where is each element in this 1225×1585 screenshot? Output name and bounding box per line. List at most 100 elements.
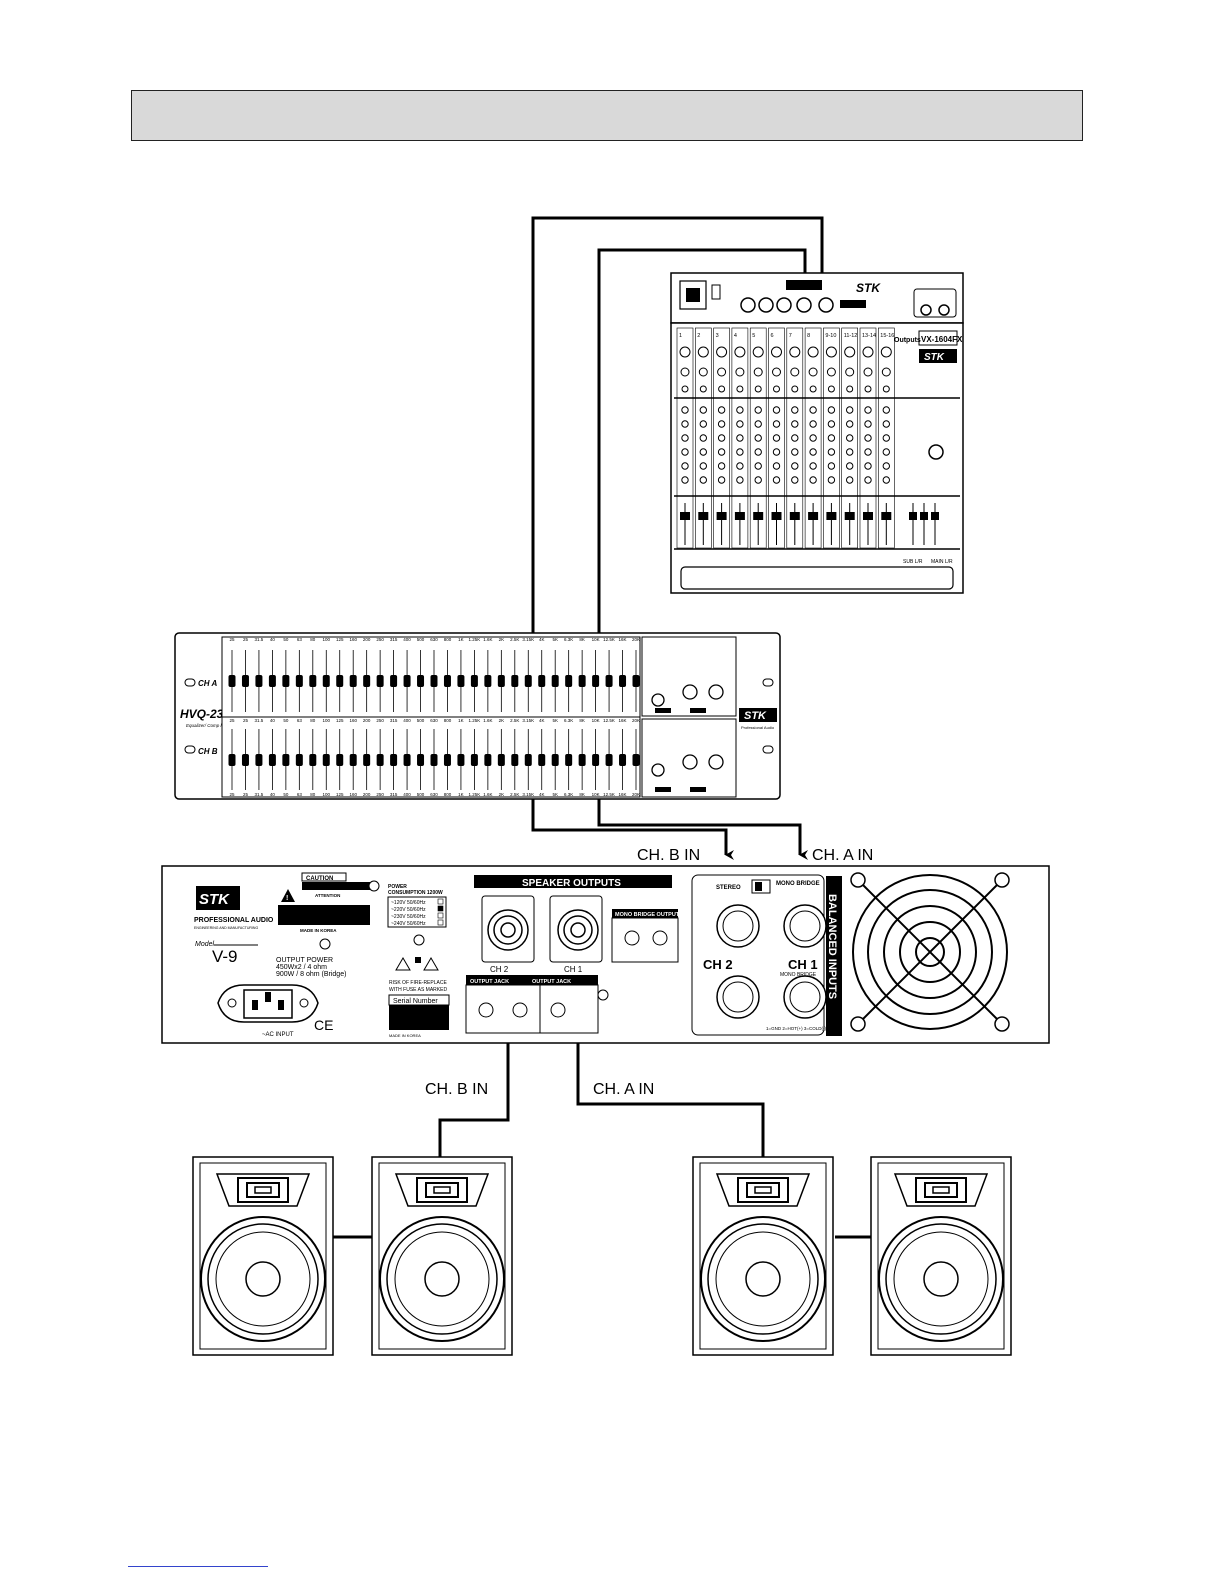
mixer-knob[interactable] bbox=[699, 476, 707, 484]
mixer-knob[interactable] bbox=[772, 462, 781, 470]
mixer-knob[interactable] bbox=[864, 476, 872, 484]
eq-slider-cap[interactable] bbox=[619, 754, 627, 766]
eq-slider-cap[interactable] bbox=[457, 754, 465, 766]
mixer-knob[interactable] bbox=[699, 448, 707, 456]
mixer-knob[interactable] bbox=[736, 406, 744, 414]
mixer-knob[interactable] bbox=[717, 406, 726, 414]
eq-slider-cap[interactable] bbox=[349, 675, 357, 687]
mixer-knob[interactable] bbox=[791, 434, 799, 442]
mixer-knob[interactable] bbox=[699, 406, 707, 414]
mixer-knob[interactable] bbox=[681, 434, 689, 442]
eq-slider-cap[interactable] bbox=[632, 675, 640, 687]
mixer-knob[interactable] bbox=[809, 462, 817, 470]
mixer-master-fader[interactable] bbox=[920, 512, 928, 520]
mixer-knob[interactable] bbox=[754, 406, 762, 414]
mixer-knob[interactable] bbox=[754, 476, 762, 484]
eq-slider-cap[interactable] bbox=[484, 754, 492, 766]
eq-slider-cap[interactable] bbox=[511, 675, 519, 687]
mixer-knob[interactable] bbox=[864, 462, 872, 470]
mixer-knob[interactable] bbox=[717, 434, 726, 442]
eq-slider-cap[interactable] bbox=[282, 675, 290, 687]
mixer-knob[interactable] bbox=[717, 462, 726, 470]
mixer-knob[interactable] bbox=[754, 448, 762, 456]
mixer-knob[interactable] bbox=[827, 434, 836, 442]
mixer-fader-cap[interactable] bbox=[863, 512, 873, 520]
eq-slider-cap[interactable] bbox=[497, 754, 505, 766]
mixer-fader-cap[interactable] bbox=[716, 512, 727, 520]
mixer-knob[interactable] bbox=[772, 406, 781, 414]
mixer-knob[interactable] bbox=[827, 476, 836, 484]
mixer-knob[interactable] bbox=[754, 420, 762, 428]
mixer-knob[interactable] bbox=[717, 420, 726, 428]
mixer-knob[interactable] bbox=[791, 406, 799, 414]
eq-slider-cap[interactable] bbox=[417, 754, 425, 766]
mixer-knob[interactable] bbox=[681, 448, 689, 456]
mixer-knob[interactable] bbox=[681, 420, 689, 428]
eq-slider-cap[interactable] bbox=[322, 754, 330, 766]
eq-slider-cap[interactable] bbox=[457, 675, 465, 687]
eq-slider-cap[interactable] bbox=[295, 675, 303, 687]
eq-slider-cap[interactable] bbox=[484, 675, 492, 687]
eq-slider-cap[interactable] bbox=[228, 754, 236, 766]
mixer-knob[interactable] bbox=[791, 462, 799, 470]
eq-slider-cap[interactable] bbox=[470, 675, 478, 687]
mixer-knob[interactable] bbox=[827, 448, 836, 456]
eq-slider-cap[interactable] bbox=[565, 675, 573, 687]
mixer-master-fader[interactable] bbox=[931, 512, 939, 520]
mixer-knob[interactable] bbox=[717, 448, 726, 456]
mixer-knob[interactable] bbox=[736, 476, 744, 484]
mixer-master-fader[interactable] bbox=[909, 512, 917, 520]
eq-slider-cap[interactable] bbox=[255, 754, 263, 766]
mixer-knob[interactable] bbox=[864, 420, 872, 428]
eq-slider-cap[interactable] bbox=[497, 675, 505, 687]
mixer-fader-cap[interactable] bbox=[881, 512, 892, 520]
mixer-fader-cap[interactable] bbox=[826, 512, 837, 520]
mixer-fader-cap[interactable] bbox=[680, 512, 690, 520]
mixer-knob[interactable] bbox=[736, 434, 744, 442]
eq-slider-cap[interactable] bbox=[619, 675, 627, 687]
mixer-knob[interactable] bbox=[809, 406, 817, 414]
mixer-knob[interactable] bbox=[827, 406, 836, 414]
eq-slider-cap[interactable] bbox=[551, 675, 559, 687]
eq-slider-cap[interactable] bbox=[390, 675, 398, 687]
eq-slider-cap[interactable] bbox=[524, 675, 532, 687]
mixer-knob[interactable] bbox=[864, 448, 872, 456]
eq-slider-cap[interactable] bbox=[592, 675, 600, 687]
eq-slider-cap[interactable] bbox=[578, 754, 586, 766]
mixer-knob[interactable] bbox=[736, 462, 744, 470]
mixer-knob[interactable] bbox=[882, 476, 890, 484]
eq-slider-cap[interactable] bbox=[403, 675, 411, 687]
eq-slider-cap[interactable] bbox=[255, 675, 263, 687]
eq-slider-cap[interactable] bbox=[430, 754, 438, 766]
eq-slider-cap[interactable] bbox=[376, 675, 384, 687]
eq-slider-cap[interactable] bbox=[592, 754, 600, 766]
mixer-knob[interactable] bbox=[736, 448, 744, 456]
mixer-knob[interactable] bbox=[882, 434, 890, 442]
mixer-knob[interactable] bbox=[846, 406, 854, 414]
mixer-knob[interactable] bbox=[717, 476, 726, 484]
mixer-knob[interactable] bbox=[846, 434, 854, 442]
mixer-knob[interactable] bbox=[699, 434, 707, 442]
eq-slider-cap[interactable] bbox=[430, 675, 438, 687]
mixer-knob[interactable] bbox=[736, 420, 744, 428]
mixer-fader-cap[interactable] bbox=[808, 512, 819, 520]
mixer-knob[interactable] bbox=[791, 420, 799, 428]
mixer-knob[interactable] bbox=[827, 462, 836, 470]
eq-slider-cap[interactable] bbox=[282, 754, 290, 766]
mixer-knob[interactable] bbox=[681, 462, 689, 470]
mixer-knob[interactable] bbox=[791, 476, 799, 484]
mixer-knob[interactable] bbox=[809, 434, 817, 442]
eq-slider-cap[interactable] bbox=[443, 754, 451, 766]
eq-slider-cap[interactable] bbox=[376, 754, 384, 766]
eq-slider-cap[interactable] bbox=[363, 754, 371, 766]
eq-slider-cap[interactable] bbox=[390, 754, 398, 766]
eq-slider-cap[interactable] bbox=[524, 754, 532, 766]
mixer-fader-cap[interactable] bbox=[789, 512, 800, 520]
mixer-knob[interactable] bbox=[754, 462, 762, 470]
eq-slider-cap[interactable] bbox=[443, 675, 451, 687]
mixer-knob[interactable] bbox=[846, 476, 854, 484]
mixer-knob[interactable] bbox=[809, 420, 817, 428]
mixer-knob[interactable] bbox=[882, 420, 890, 428]
eq-slider-cap[interactable] bbox=[322, 675, 330, 687]
mixer-knob[interactable] bbox=[882, 462, 890, 470]
